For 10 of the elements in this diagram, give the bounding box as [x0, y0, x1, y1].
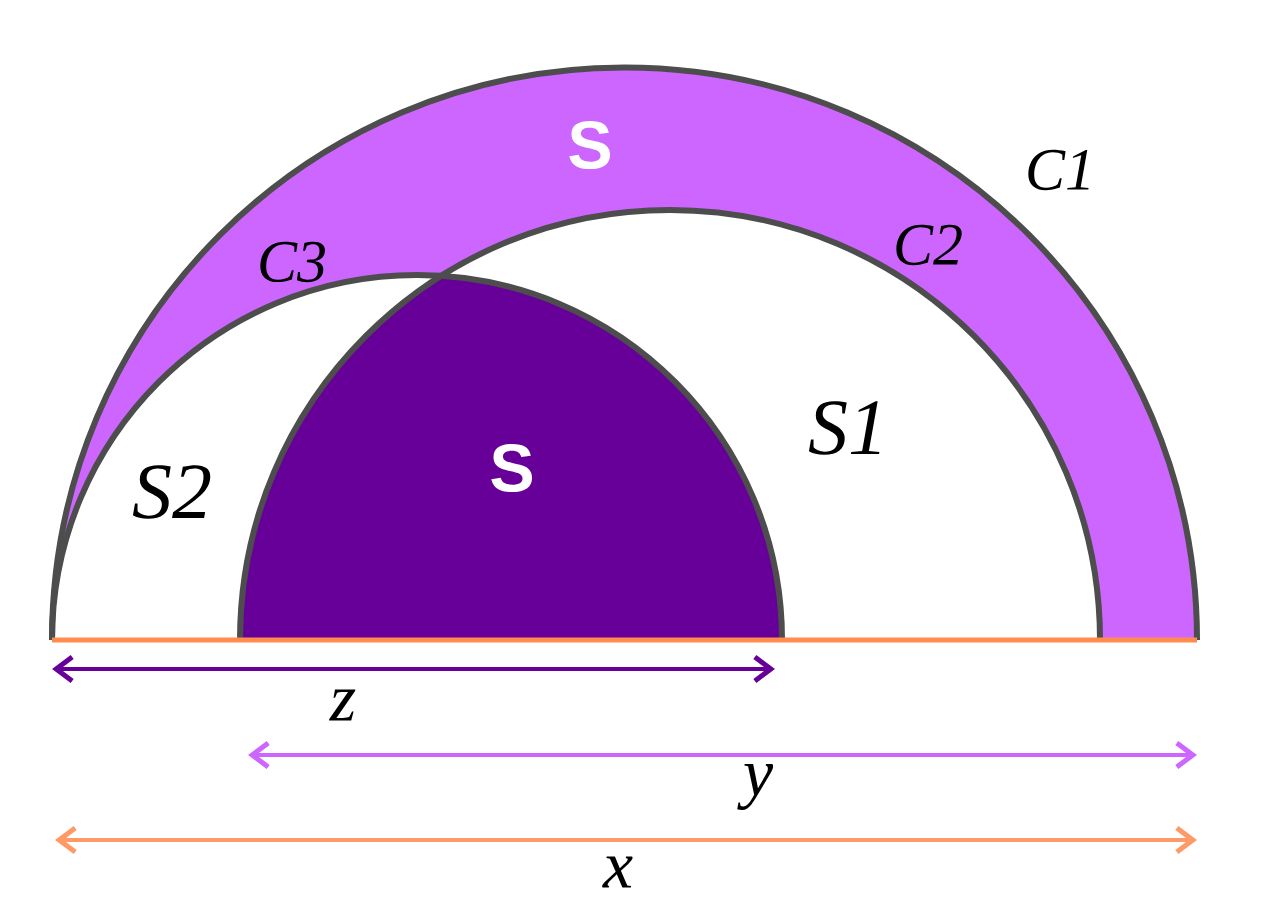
circle-label: C2 — [896, 224, 962, 266]
circle-label: C3 — [260, 241, 325, 283]
region-label: S — [569, 120, 610, 170]
circle-label: C1 — [1028, 149, 1089, 191]
region-label: S1 — [808, 401, 880, 455]
dimension-label: x — [602, 856, 633, 888]
dimension-label: y — [737, 764, 774, 810]
region-label: S2 — [132, 465, 211, 519]
region-label: S — [491, 443, 532, 493]
dimension-label: z — [329, 689, 356, 721]
